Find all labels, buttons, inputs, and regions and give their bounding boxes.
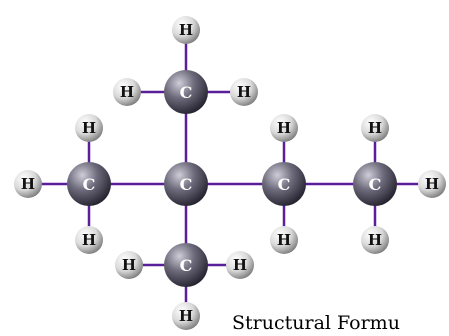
atom-label: C	[83, 175, 96, 194]
atom-label: H	[277, 119, 291, 137]
carbon-atom: C	[164, 162, 208, 206]
atom-label: H	[237, 83, 251, 101]
carbon-atom: C	[164, 243, 208, 287]
atom-label: C	[180, 83, 193, 102]
atom-label: H	[82, 231, 96, 249]
atom-label: H	[368, 231, 382, 249]
carbon-atom: C	[67, 162, 111, 206]
atom-label: C	[180, 175, 193, 194]
atom-label: H	[368, 119, 382, 137]
hydrogen-atom: H	[172, 302, 200, 330]
hydrogen-atom: H	[113, 78, 141, 106]
atom-label: H	[122, 256, 136, 274]
atom-label: H	[120, 83, 134, 101]
atom-label: H	[425, 175, 439, 193]
hydrogen-atom: H	[14, 170, 42, 198]
hydrogen-atom: H	[115, 251, 143, 279]
atom-label: H	[233, 256, 247, 274]
hydrogen-atom: H	[172, 16, 200, 44]
carbon-atoms: C C C C C C	[67, 70, 397, 287]
hydrogen-atom: H	[270, 226, 298, 254]
carbon-atom: C	[164, 70, 208, 114]
hydrogen-atom: H	[230, 78, 258, 106]
hydrogen-atom: H	[361, 226, 389, 254]
atom-label: C	[369, 175, 382, 194]
hydrogen-atoms: H H H H H H H H	[14, 16, 446, 330]
hydrogen-atom: H	[75, 226, 103, 254]
hydrogen-atom: H	[226, 251, 254, 279]
hydrogen-atom: H	[418, 170, 446, 198]
atom-label: H	[179, 21, 193, 39]
diagram-caption: Structural Formu	[232, 312, 400, 334]
hydrogen-atom: H	[270, 114, 298, 142]
atom-label: H	[21, 175, 35, 193]
hydrogen-atom: H	[75, 114, 103, 142]
atom-label: C	[278, 175, 291, 194]
carbon-atom: C	[262, 162, 306, 206]
atom-label: H	[277, 231, 291, 249]
atom-label: H	[179, 307, 193, 325]
hydrogen-atom: H	[361, 114, 389, 142]
atom-label: C	[180, 256, 193, 275]
atom-label: H	[82, 119, 96, 137]
carbon-atom: C	[353, 162, 397, 206]
